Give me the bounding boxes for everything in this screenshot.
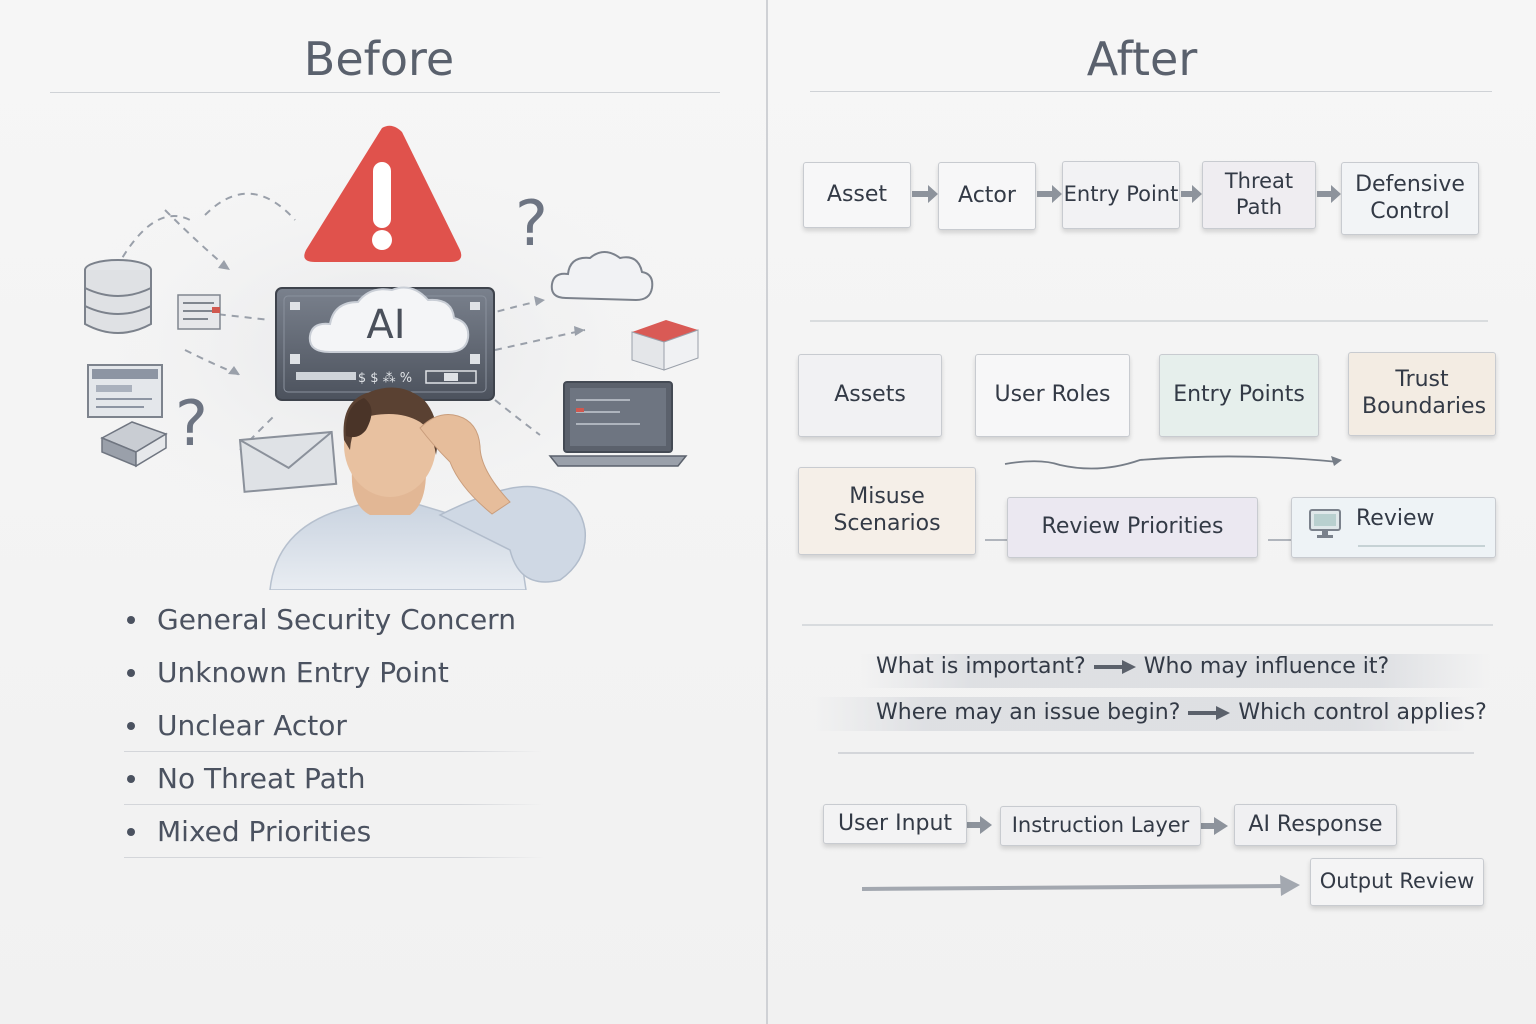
books-icon	[100, 421, 168, 468]
arrow-icon	[1280, 875, 1300, 896]
bullet-dot	[127, 721, 135, 730]
review-label: Review	[1356, 506, 1435, 531]
question-band	[810, 697, 1470, 731]
bullet-text: Unclear Actor	[157, 709, 347, 742]
question-row-2: Where may an issue begin? Which control …	[876, 700, 1487, 725]
flow-box-threat-path: Threat Path	[1202, 161, 1316, 229]
envelope-icon	[238, 430, 338, 493]
question-control: Which control applies?	[1238, 700, 1487, 725]
panel-divider	[766, 0, 768, 1024]
flow-box-asset: Asset	[803, 162, 911, 228]
bullet-dot	[127, 774, 135, 783]
arrow-icon	[1193, 817, 1228, 835]
cloud-icon	[308, 286, 470, 353]
confusion-illustration: ? ?	[50, 125, 710, 590]
arrow-icon	[1004, 455, 1339, 470]
arrow-icon	[1181, 185, 1202, 203]
flow-box-user-input: User Input	[823, 804, 967, 844]
grid-box-entry-points: Entry Points	[1159, 354, 1319, 437]
database-icon	[84, 259, 152, 334]
before-bullet-list: General Security Concern Unknown Entry P…	[124, 593, 544, 858]
bullet-dot	[127, 615, 135, 624]
bullet-dot	[127, 827, 135, 836]
arrow-icon	[1188, 705, 1231, 720]
review-underline	[1358, 545, 1485, 547]
grid-box-trust-boundaries: Trust Boundaries	[1348, 352, 1496, 436]
before-title: Before	[303, 32, 455, 86]
bullet-text: Mixed Priorities	[157, 815, 372, 848]
question-begin: Where may an issue begin?	[876, 700, 1181, 725]
arrow-icon	[1331, 456, 1342, 466]
after-title-rule	[810, 91, 1492, 92]
arrow-icon	[1093, 659, 1136, 674]
bullet-item: Mixed Priorities	[124, 805, 544, 858]
grid-box-user-roles: User Roles	[975, 354, 1130, 437]
before-title-rule	[50, 92, 720, 93]
document-icon	[87, 364, 163, 418]
grid-box-misuse-scenarios: Misuse Scenarios	[798, 467, 976, 555]
question-icon: ?	[175, 387, 208, 460]
box-icon	[631, 320, 699, 371]
bullet-text: Unknown Entry Point	[157, 656, 449, 689]
warning-icon	[304, 125, 462, 262]
ai-server-panel: AI $ $ ⁂ %	[275, 286, 495, 401]
trust-boundaries-label: Trust Boundaries	[1362, 367, 1487, 419]
confused-person	[269, 387, 587, 590]
monitor-icon	[1309, 509, 1341, 538]
arrow-icon	[1317, 185, 1341, 203]
flow-box-instruction-layer: Instruction Layer	[1000, 806, 1201, 846]
laptop-icon	[548, 381, 688, 467]
bullet-text: No Threat Path	[157, 762, 366, 795]
question-row-1: What is important? Who may influence it?	[876, 654, 1389, 679]
question-important: What is important?	[876, 654, 1086, 679]
grid-box-review-priorities: Review Priorities	[1007, 497, 1258, 558]
panel-code: $ $ ⁂ %	[358, 371, 412, 386]
flow-box-ai-response: AI Response	[1234, 804, 1397, 846]
bullet-item: Unknown Entry Point	[124, 646, 544, 699]
arrow-icon	[861, 884, 1283, 891]
flow-box-output-review: Output Review	[1310, 858, 1484, 906]
after-title: After	[1086, 32, 1198, 86]
bullet-item: No Threat Path	[124, 752, 544, 805]
cloud-icon	[550, 251, 654, 302]
arrow-icon	[1037, 185, 1062, 203]
misuse-scenarios-label: Misuse Scenarios	[833, 484, 941, 536]
flow-box-entry-point: Entry Point	[1062, 161, 1180, 229]
question-band	[860, 654, 1490, 688]
bullet-dot	[127, 668, 135, 677]
flow-box-defensive-control: Defensive Control	[1341, 162, 1479, 235]
arrow-icon	[912, 185, 938, 203]
bullet-item: General Security Concern	[124, 593, 544, 646]
grid-box-review: Review	[1291, 497, 1496, 558]
ai-label: AI	[366, 302, 405, 348]
bullet-text: General Security Concern	[157, 603, 516, 636]
flow-box-actor: Actor	[938, 162, 1036, 230]
question-influence: Who may influence it?	[1143, 654, 1390, 679]
document-icon	[177, 294, 221, 330]
arrow-icon	[960, 816, 992, 834]
question-icon: ?	[515, 187, 548, 260]
bullet-item: Unclear Actor	[124, 699, 544, 752]
grid-box-assets: Assets	[798, 354, 942, 437]
